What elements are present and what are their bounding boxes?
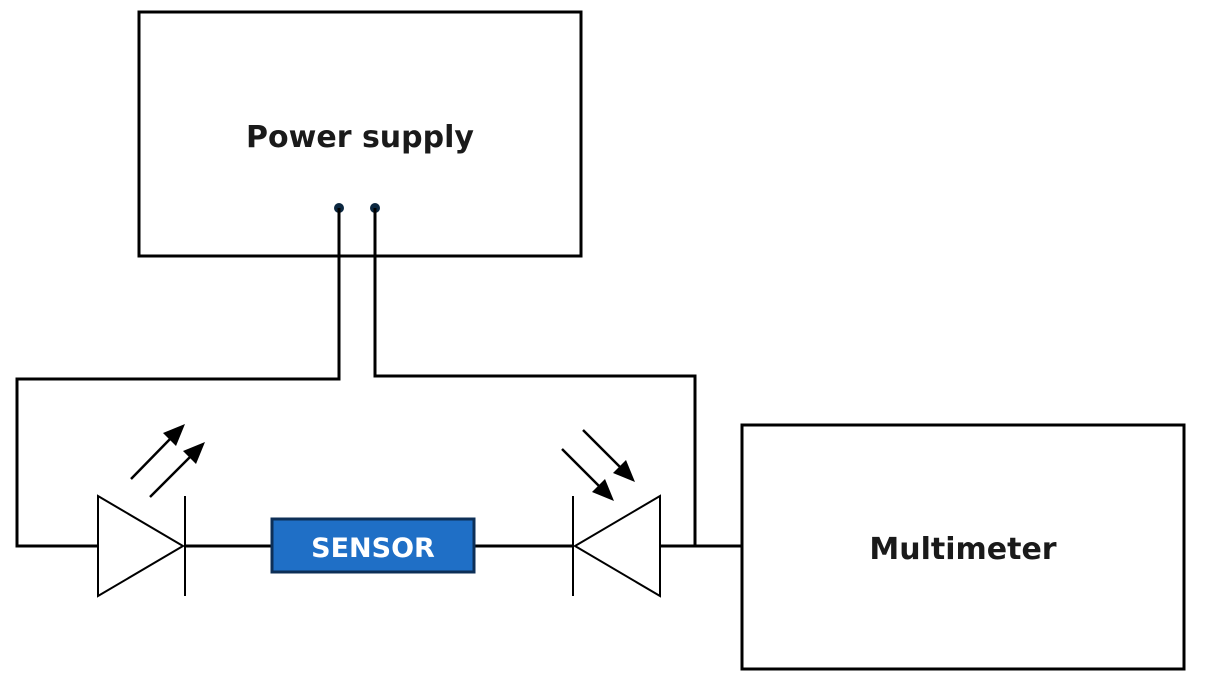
multimeter-box: [740, 423, 1186, 671]
multimeter-label: Multimeter: [869, 532, 1056, 567]
incident-light-arrow-icon: [582, 429, 635, 482]
incident-light-arrow-icon: [561, 448, 614, 501]
photodiode-triangle: [573, 494, 661, 598]
emitted-light-arrow-icon: [149, 442, 205, 498]
multimeter-block: Multimeter: [740, 423, 1186, 671]
sensor-outline: [270, 517, 476, 574]
power-supply-block: Power supply: [137, 10, 583, 258]
photodiode-receiver: [561, 429, 661, 598]
wire-supply-to-photodiode: [373, 208, 697, 546]
power-supply-box: [137, 10, 583, 258]
emitted-light-arrow-icon: [130, 424, 185, 480]
sensor-label: SENSOR: [311, 533, 435, 564]
sensor-block: SENSOR: [270, 517, 476, 574]
wire-supply-to-led: [15, 208, 341, 548]
led-emitter: [97, 424, 205, 598]
power-supply-label: Power supply: [246, 120, 474, 155]
sensor-box: [272, 519, 474, 572]
led-triangle: [97, 494, 185, 598]
